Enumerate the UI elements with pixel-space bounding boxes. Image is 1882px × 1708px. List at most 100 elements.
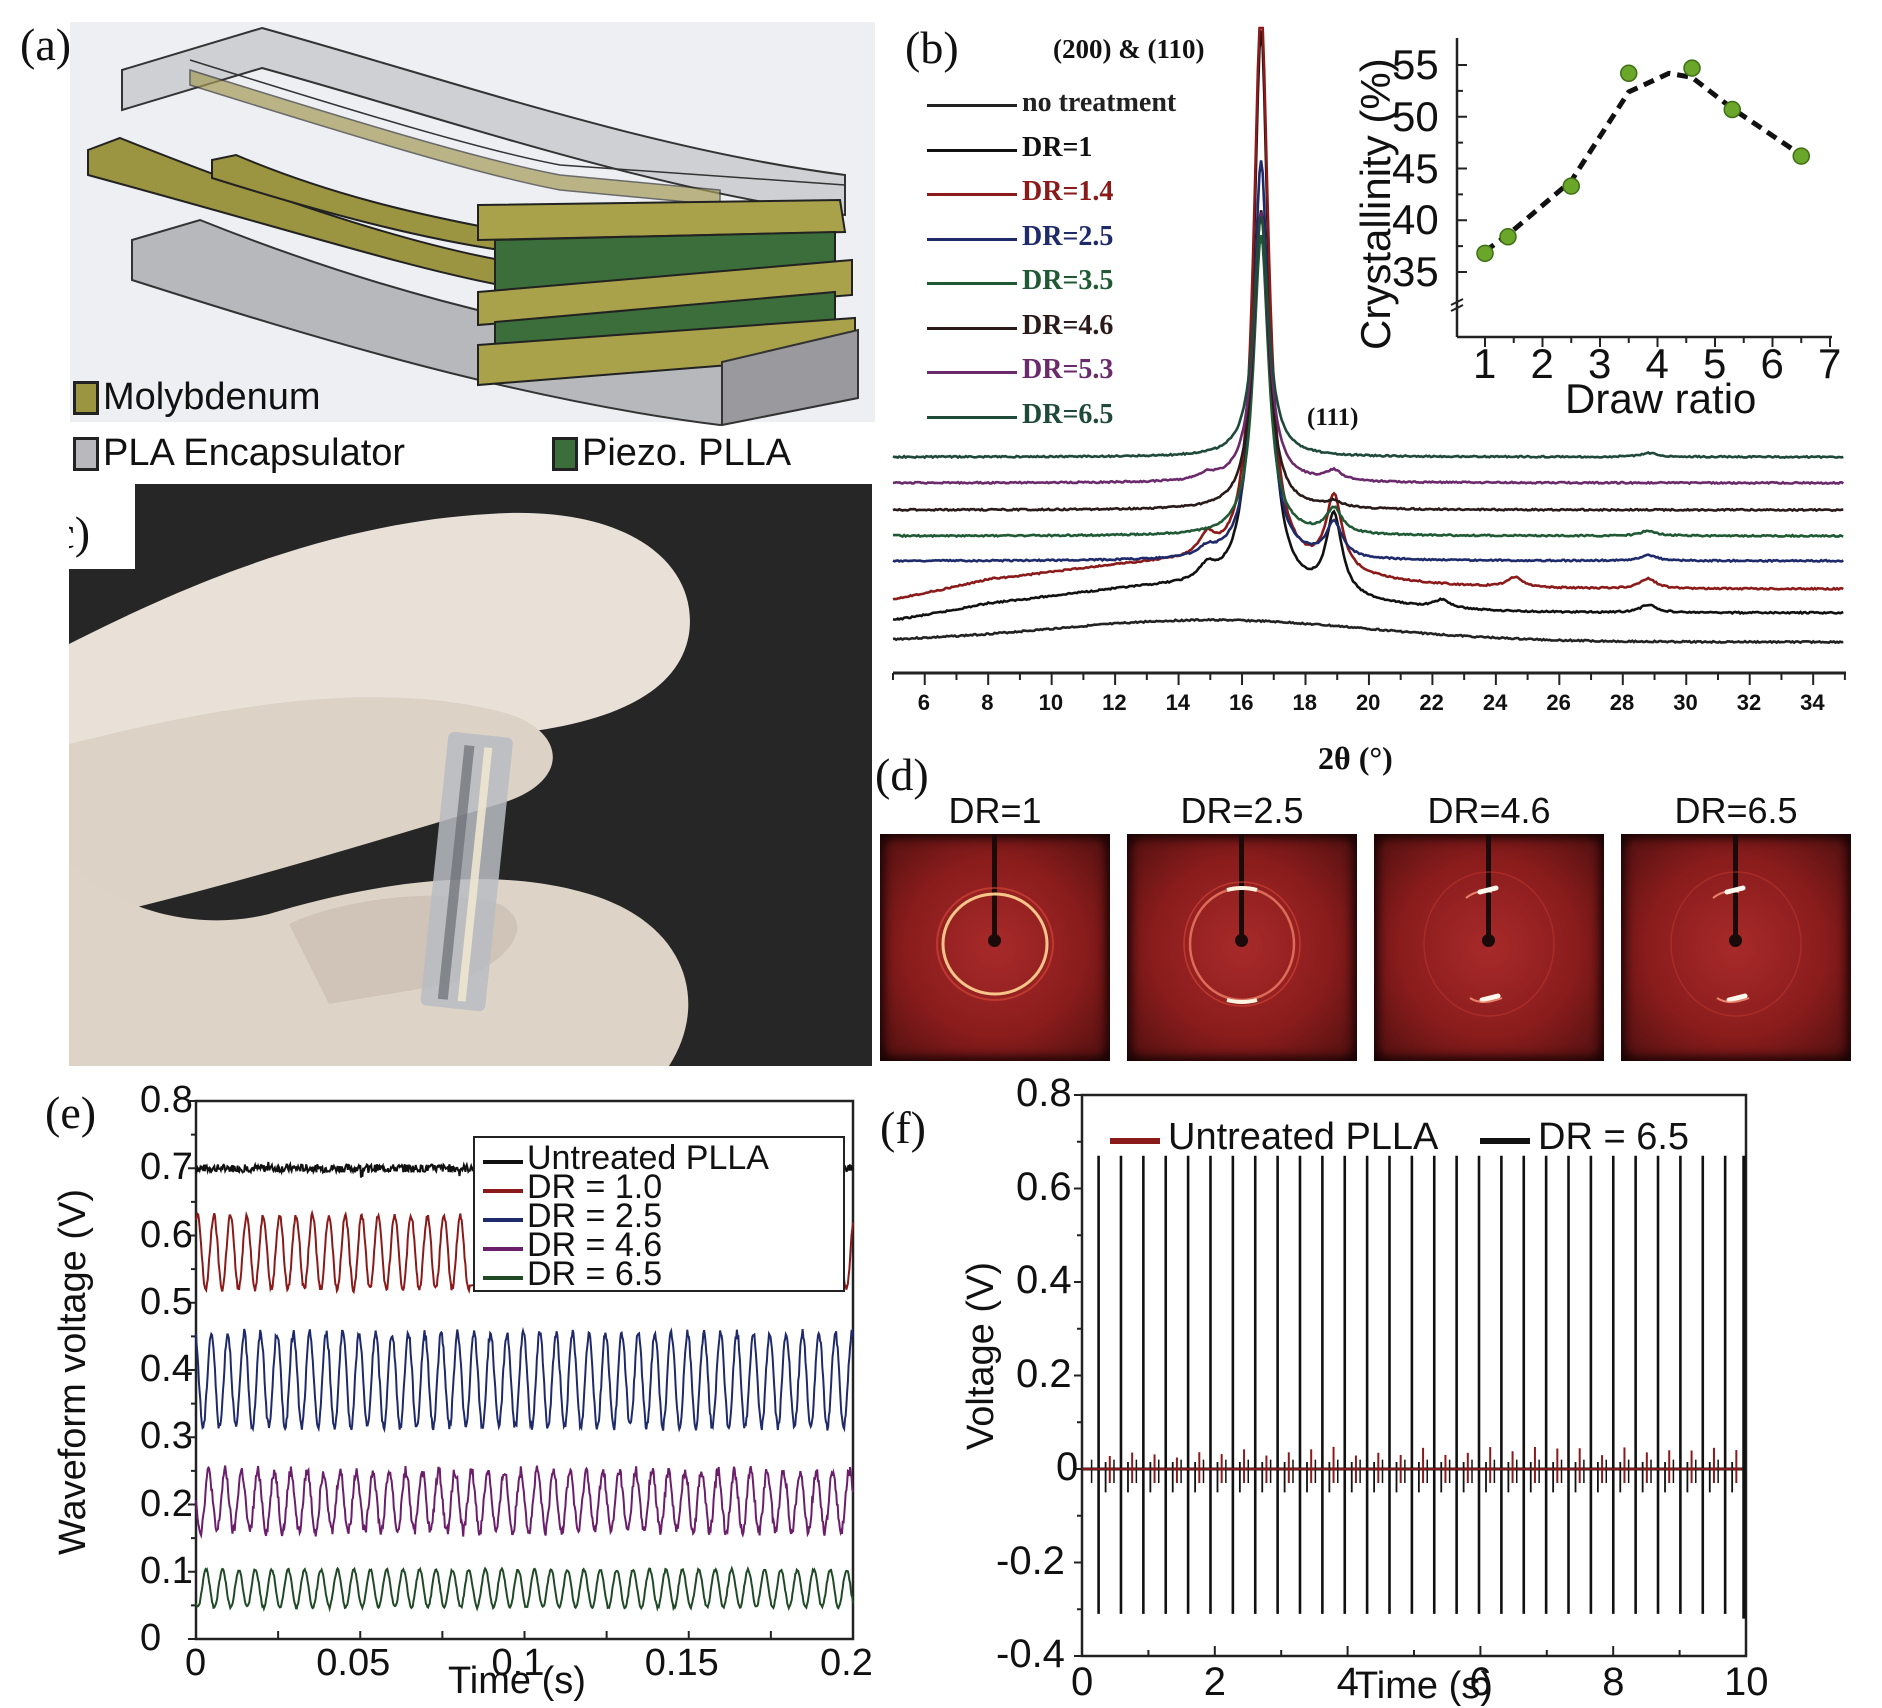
xrd-tick-label: 8 [981,690,994,715]
legend-label: DR=5.3 [1022,354,1114,385]
swatch-molybdenum [73,380,99,415]
data-point [1476,244,1494,263]
inset-x-tick: 3 [1588,340,1612,387]
data-point [1562,177,1580,195]
panel-label-c: (c) [69,507,91,558]
legend-item-molybdenum: Molybdenum [73,376,321,419]
data-point [1683,59,1701,77]
inset-y-tick: 45 [1392,144,1439,192]
xrd-trace [893,234,1844,539]
inset-x-tick: 4 [1645,340,1669,387]
f-y-tick: 0.4 [1016,1258,1072,1302]
peak-label-111: (111) [1307,404,1359,431]
xrd-tick-label: 30 [1673,690,1698,715]
xrd-tick-label: 20 [1355,690,1381,715]
legend-label: DR=1.4 [1022,176,1114,207]
f-y-tick: 0.6 [1016,1164,1072,1209]
inset-x-axis-label: Draw ratio [1565,375,1757,422]
legend-label: Piezo. PLLA [582,432,792,474]
data-point [1723,100,1741,119]
e-y-tick: 0.5 [140,1280,193,1323]
f-y-tick: -0.4 [996,1632,1065,1676]
e-y-tick: 0.7 [140,1146,193,1189]
panel-label-b: (b) [905,22,959,73]
swatch-piezo [552,436,578,471]
legend-item-pla: PLA Encapsulator [73,432,405,475]
data-point [1792,147,1810,165]
device-schematic [70,22,875,427]
diffraction-image-title: DR=4.6 [1427,790,1551,831]
diffraction-pattern-image [1127,834,1357,1061]
xrd-tick-label: 10 [1038,690,1064,715]
waveform-trace [195,1565,854,1613]
e-x-tick: 0.05 [316,1642,391,1684]
f-x-tick: 8 [1602,1660,1625,1704]
inset-x-tick: 2 [1530,340,1554,387]
f-y-axis-label: Voltage (V) [960,1262,1002,1450]
xrd-tick-label: 24 [1482,690,1508,715]
legend-label: DR = 4.6 [527,1226,663,1264]
legend-line [483,1247,523,1251]
xrd-trace [892,212,1845,486]
crystallinity-inset-plot [1450,38,1832,347]
diffraction-image-title: DR=6.5 [1674,790,1798,831]
xrd-tick-label: 6 [917,690,930,715]
waveform-trace [195,1209,854,1295]
e-x-tick: 0.1 [491,1642,545,1684]
e-y-tick: 0.8 [140,1079,193,1121]
legend-label: DR = 6.5 [1538,1116,1690,1158]
inset-x-tick: 1 [1473,340,1497,387]
f-x-tick: 2 [1203,1660,1227,1704]
xrd-tick-label: 12 [1102,690,1127,715]
e-y-tick: 0.3 [140,1415,193,1458]
waveform-trace [195,1326,854,1434]
legend-line [483,1276,523,1280]
hand-holding-device-illustration [69,512,690,1066]
legend-label: PLA Encapsulator [103,432,406,474]
xrd-tick-label: 32 [1736,690,1762,715]
legend-line [483,1218,523,1222]
legend-label: DR=4.6 [1022,309,1114,341]
device-photo: (c) [69,484,872,1066]
inset-x-tick: 6 [1760,340,1784,387]
legend-label: DR = 1.0 [527,1168,663,1206]
legend-label: DR=3.5 [1022,265,1114,296]
xrd-plot [892,26,1846,685]
panel-label-e: (e) [45,1087,97,1138]
panel-label-d: (d) [875,749,929,800]
legend-label: DR=2.5 [1022,220,1114,252]
xrd-trace [892,216,1844,460]
f-x-tick: 4 [1336,1660,1359,1704]
legend-line [1110,1138,1160,1144]
e-x-tick: 0.2 [820,1642,873,1684]
xrd-tick-label: 14 [1165,690,1191,715]
f-y-tick: 0.8 [1016,1071,1072,1115]
f-x-tick: 10 [1724,1660,1769,1704]
xrd-tick-label: 22 [1419,690,1444,715]
legend-line [927,148,1017,152]
inset-x-tick: 5 [1703,340,1727,387]
legend-line [1480,1138,1530,1144]
e-y-tick: 0.4 [140,1348,193,1390]
f-x-tick: 0 [1071,1660,1094,1704]
peak-label-200-110: (200) & (110) [1053,34,1205,64]
e-x-axis-label: Time (s) [448,1660,586,1702]
diffraction-image-title: DR=1 [948,790,1042,831]
legend-label: DR = 2.5 [527,1197,663,1235]
legend-label: Untreated PLLA [1168,1116,1439,1158]
legend-line [927,415,1017,419]
xrd-x-axis-label: 2θ (°) [1318,740,1393,776]
xrd-tick-label: 28 [1609,690,1635,715]
legend-line [927,237,1017,241]
legend-line [483,1189,523,1193]
e-y-tick: 0.1 [140,1549,193,1592]
diffraction-pattern-image [880,834,1110,1061]
xrd-tick-label: 34 [1800,690,1825,715]
f-x-tick: 6 [1469,1660,1492,1704]
swatch-pla [73,436,99,471]
legend-line [927,371,1017,374]
legend-label: no treatment [1022,87,1177,118]
legend-label: Untreated PLLA [527,1139,769,1177]
